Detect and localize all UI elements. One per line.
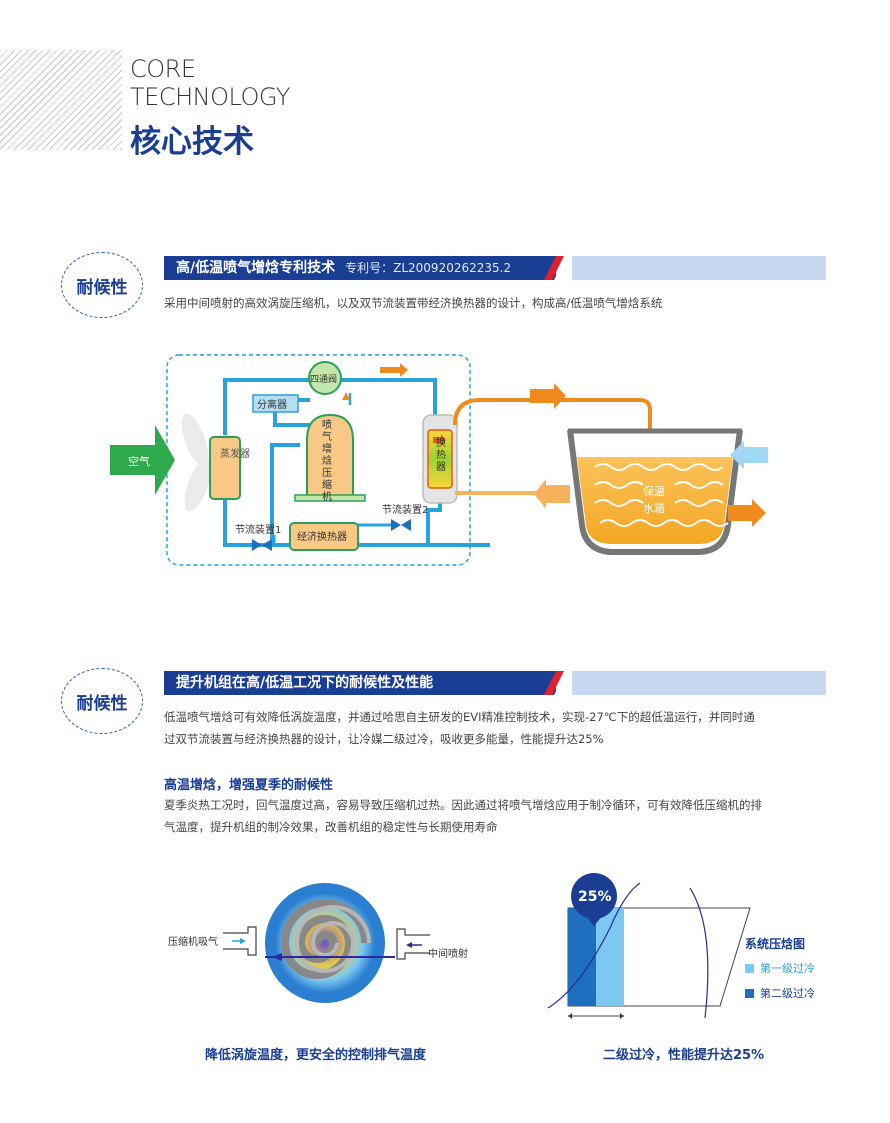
tank-waves	[594, 463, 729, 527]
tank-label-1: 保温	[643, 484, 665, 498]
throttle1-label: 节流装置1	[235, 523, 281, 536]
legend-label-second: 第二级过冷	[760, 987, 815, 1000]
band-stripe-icon	[544, 256, 574, 280]
evaporator-label: 蒸发器	[220, 447, 250, 460]
cold-water-inlet-arrow-icon	[730, 441, 768, 469]
section2-body: 夏季炎热工况时，回气温度过高，容易导致压缩机过热。因此通过将喷气增焓应用于制冷循…	[164, 794, 844, 838]
legend-swatch-second	[745, 988, 754, 998]
header-en-line2: TECHNOLOGY	[130, 83, 290, 111]
header-en-line1: CORE	[130, 55, 196, 83]
compressor	[306, 413, 354, 498]
section2-subtitle: 高温增焓，增强夏季的耐候性	[164, 778, 334, 793]
return-water-arrow-icon	[534, 479, 570, 509]
legend-swatch-first	[745, 963, 754, 973]
throttle1-icon	[252, 539, 272, 551]
separator-label: 分离器	[257, 398, 287, 411]
section1-description: 采用中间喷射的高效涡旋压缩机，以及双节流装置带经济换热器的设计，构成高/低温喷气…	[164, 296, 663, 310]
header-english-title: CORE TECHNOLOGY	[130, 55, 290, 111]
header-hatch-pattern	[0, 50, 122, 150]
evi-system-diagram: 空气 蒸发器 分离器 四通阀 节流装置1 节流装置2 经济换热器	[110, 354, 768, 566]
section2-body-line2: 气温度，提升机组的制冷效果，改善机组的稳定性与长期使用寿命	[164, 820, 498, 834]
legend-item-second: 第二级过冷	[745, 985, 815, 1001]
section2-badge: 耐候性	[61, 668, 143, 734]
percent-label: 25%	[578, 889, 612, 905]
section2-title: 提升机组在高/低温工况下的耐候性及性能	[176, 675, 434, 691]
separator	[252, 394, 299, 413]
section1-badge: 耐候性	[61, 252, 143, 318]
throttle2-icon	[391, 519, 411, 531]
section2-body-line1: 夏季炎热工况时，回气温度过高，容易导致压缩机过热。因此通过将喷气增焓应用于制冷循…	[164, 798, 762, 812]
section2-description: 低温喷气增焓可有效降低涡旋温度，并通过哈思自主研发的EVI精准控制技术，实现-2…	[164, 706, 844, 750]
hot-water-outlet-arrow-icon	[728, 499, 766, 527]
left-figure-caption: 降低涡旋温度，更安全的控制排气温度	[205, 1048, 427, 1063]
second-subcooling-area	[568, 908, 596, 1006]
injection-pipe	[396, 928, 430, 960]
hot-water-arrow-icon	[530, 383, 566, 409]
section1-title-band: 高/低温喷气增焓专利技术专利号：ZL200920262235.2	[164, 256, 826, 280]
section2-description-line2: 过双节流装置与经济换热器的设计，让冷媒二级过冷，吸收更多能量，性能提升达25%	[164, 732, 604, 746]
hot-water-pipe	[453, 398, 652, 431]
legend-title: 系统压焓图	[745, 937, 806, 951]
saturation-curve-right	[689, 887, 709, 1019]
four-way-valve	[308, 361, 342, 395]
flow-arrow-icon	[380, 363, 408, 377]
suction-pipe	[223, 926, 257, 956]
heat-exchanger-label: 换热器	[436, 438, 446, 473]
percent-badge	[571, 873, 617, 919]
four-way-label: 四通阀	[310, 374, 337, 385]
economizer	[289, 522, 359, 551]
tank-label-2: 水箱	[643, 501, 665, 515]
legend-label-first: 第一级过冷	[760, 962, 815, 975]
section2-description-line1: 低温喷气增焓可有效降低涡旋温度，并通过哈思自主研发的EVI精准控制技术，实现-2…	[164, 710, 755, 724]
fan-icon	[181, 413, 212, 512]
scroll-compressor-figure: 压缩机吸气 中间喷射	[168, 883, 468, 1003]
section1-patent: 专利号：ZL200920262235.2	[345, 261, 512, 275]
band-stripe-icon	[544, 671, 574, 695]
air-label: 空气	[128, 454, 150, 468]
flow-arrow-icon	[342, 392, 350, 400]
air-inlet-arrow	[110, 425, 175, 495]
compressor-label: 喷气增焓压缩机	[322, 420, 332, 503]
saturation-curve-left	[547, 882, 641, 1009]
injection-label: 中间喷射	[428, 947, 468, 960]
legend-item-first: 第一级过冷	[745, 960, 815, 976]
compressor-base	[294, 494, 366, 502]
header-chinese-title: 核心技术	[130, 124, 254, 160]
suction-label: 压缩机吸气	[168, 935, 218, 948]
evaporator	[209, 436, 241, 500]
section2-title-band: 提升机组在高/低温工况下的耐候性及性能	[164, 671, 826, 695]
flow-arrow-icon	[433, 434, 446, 446]
right-figure-caption: 二级过冷，性能提升达25%	[603, 1048, 765, 1063]
pressure-enthalpy-chart: 25%	[547, 873, 751, 1019]
heat-exchanger	[427, 429, 453, 489]
first-subcooling-area	[596, 908, 624, 1006]
economizer-label: 经济换热器	[297, 530, 347, 543]
throttle2-label: 节流装置2	[382, 503, 428, 516]
section1-title: 高/低温喷气增焓专利技术	[176, 260, 336, 276]
